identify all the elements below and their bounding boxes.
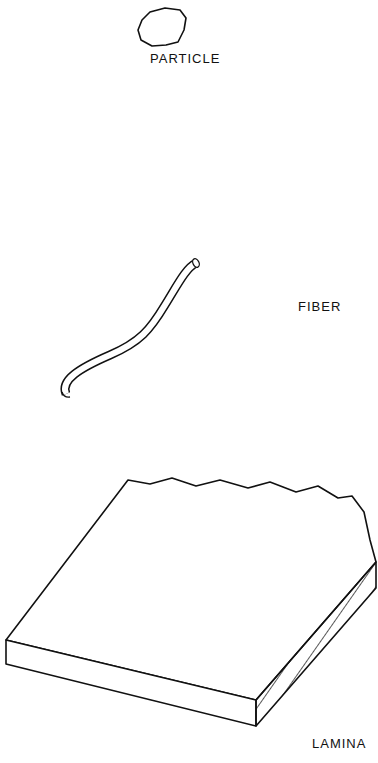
part-label: FIBER [298, 300, 341, 313]
part-label: PARTICLE [150, 52, 220, 65]
fiber-shape [62, 258, 201, 397]
particle-shape [138, 8, 186, 46]
part-label: LAMINA [312, 737, 366, 750]
lamina-shape [6, 478, 376, 726]
